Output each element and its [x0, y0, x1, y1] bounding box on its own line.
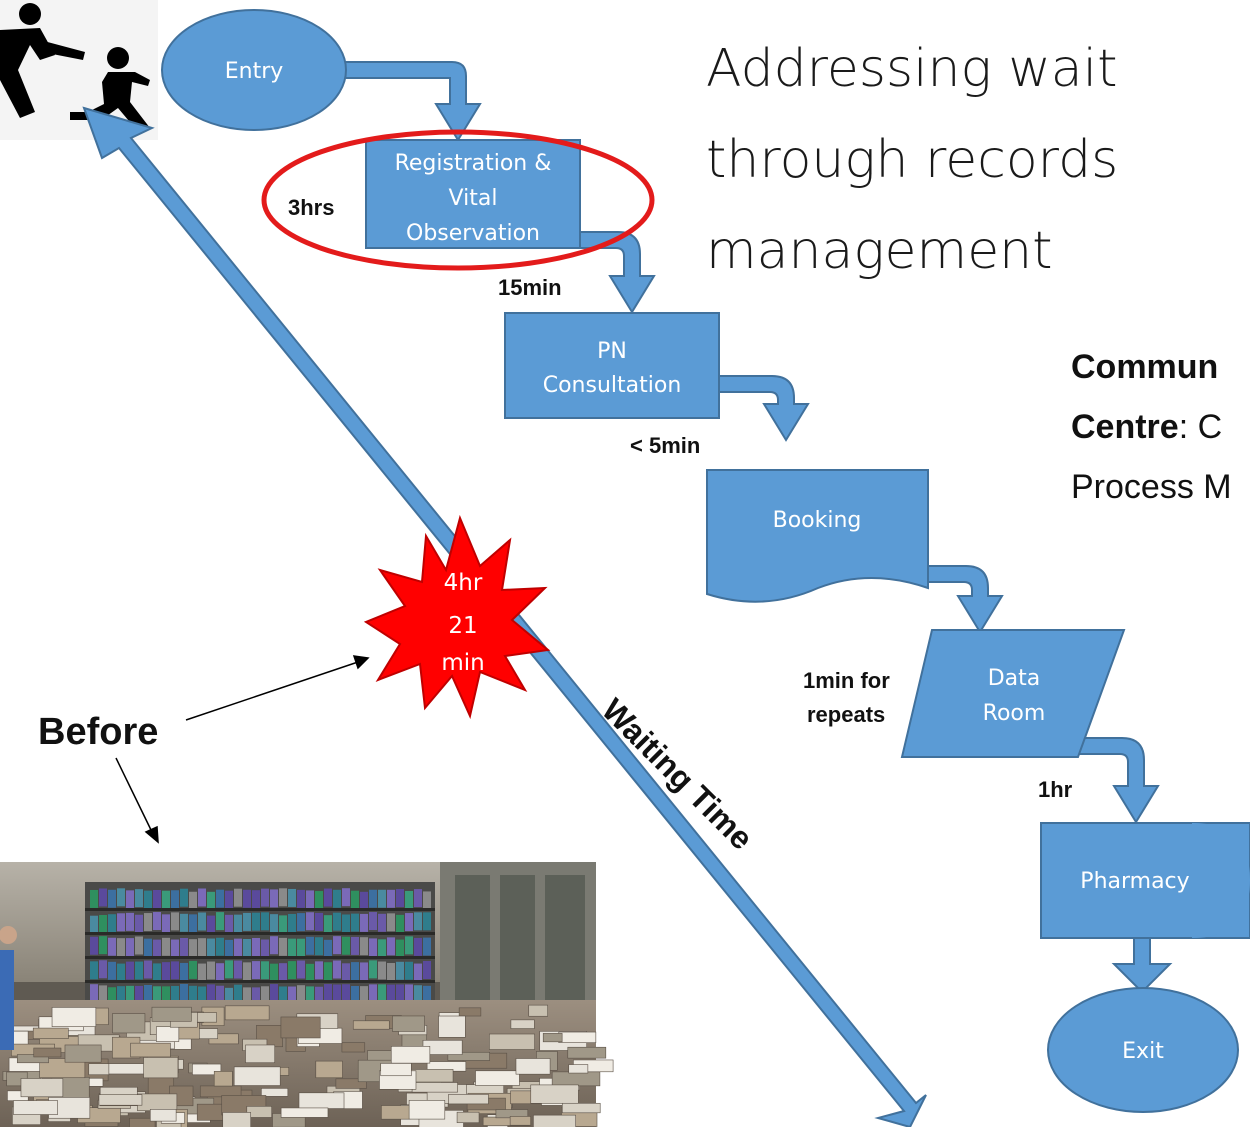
connector-booking-dataroom: [927, 565, 1004, 634]
svg-text:Vital: Vital: [449, 186, 498, 211]
svg-text:Consultation: Consultation: [543, 373, 682, 398]
records-room-photo: [0, 862, 614, 1127]
slide-subtitle: Commun Centre: C Process M: [1071, 348, 1232, 506]
svg-text:management: management: [706, 221, 1053, 281]
before-pointer-arrows: [115, 655, 370, 844]
connector-pharmacy-exit: [1111, 937, 1173, 994]
node-booking: Booking: [706, 469, 929, 603]
node-entry: Entry: [161, 9, 347, 131]
svg-text:Booking: Booking: [773, 508, 862, 533]
connector-entry-registration: [341, 61, 482, 142]
svg-text:Commun: Commun: [1071, 348, 1218, 386]
svg-text:4hr: 4hr: [444, 570, 483, 596]
time-data-room-line1: 1min for: [803, 668, 890, 693]
svg-text:Observation: Observation: [406, 221, 540, 246]
svg-text:Process M: Process M: [1071, 468, 1232, 506]
svg-text:Registration &: Registration &: [395, 151, 552, 176]
highlight-ring: [261, 129, 655, 271]
node-data-room: Data Room: [900, 629, 1126, 758]
svg-text:through records: through records: [706, 130, 1118, 190]
node-exit: Exit: [1047, 987, 1239, 1113]
connector-consultation-booking: [717, 375, 810, 442]
svg-text:min: min: [441, 650, 484, 676]
node-pharmacy: Pharmacy: [1040, 822, 1250, 939]
time-booking: < 5min: [630, 433, 700, 458]
total-wait-burst: 4hr 21 min: [363, 514, 551, 720]
flow-connectors: [341, 61, 1173, 994]
svg-text:21: 21: [448, 613, 477, 639]
walking-people-icon: [0, 0, 158, 140]
svg-text:Addressing wait: Addressing wait: [706, 39, 1117, 99]
svg-text:Data: Data: [988, 666, 1041, 691]
time-consultation: 15min: [498, 275, 562, 300]
svg-text:Room: Room: [983, 701, 1046, 726]
connector-dataroom-pharmacy: [1077, 737, 1160, 824]
time-data-room-line2: repeats: [807, 702, 885, 727]
connector-registration-consultation: [579, 231, 656, 314]
time-pharmacy: 1hr: [1038, 777, 1073, 802]
node-registration: Registration & Vital Observation: [365, 139, 581, 249]
before-label: Before: [38, 711, 158, 753]
slide-title: Addressing wait through records manageme…: [706, 39, 1118, 281]
svg-text:PN: PN: [597, 339, 627, 364]
time-registration: 3hrs: [288, 195, 334, 220]
svg-text:Exit: Exit: [1122, 1039, 1164, 1064]
svg-text:Pharmacy: Pharmacy: [1080, 869, 1189, 894]
node-consultation: PN Consultation: [504, 312, 720, 419]
svg-text:Centre: C: Centre: C: [1071, 408, 1222, 446]
svg-text:Entry: Entry: [225, 59, 284, 84]
